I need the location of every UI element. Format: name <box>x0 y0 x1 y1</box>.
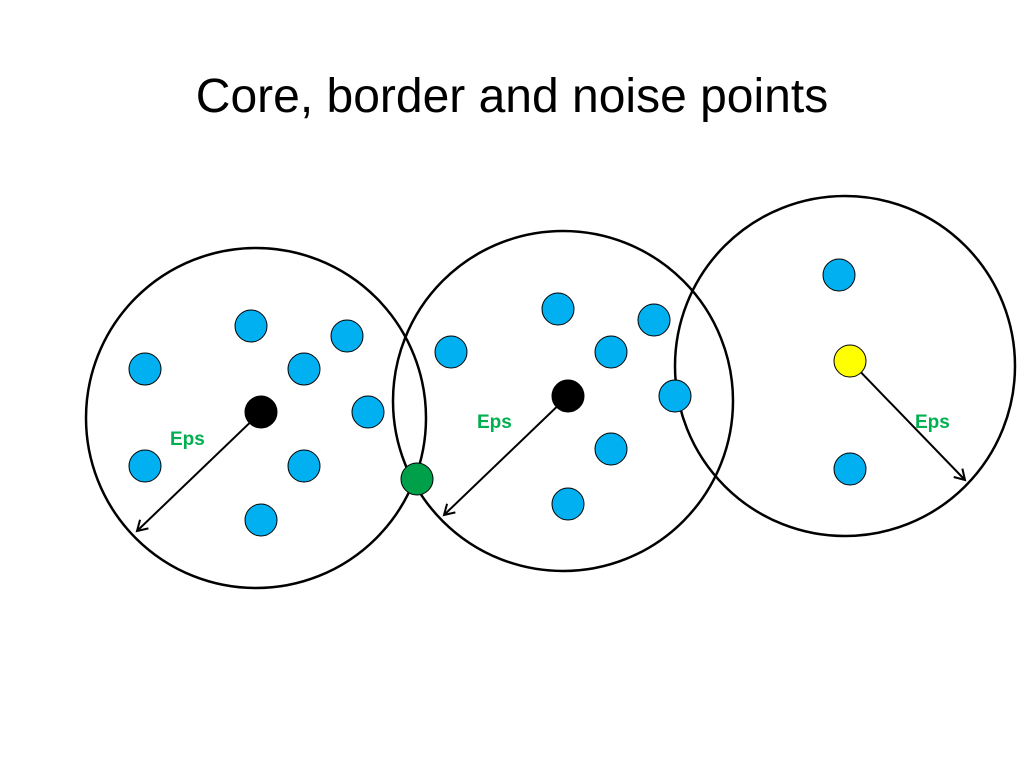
eps-neighborhood-middle <box>391 229 735 573</box>
eps-neighborhood-right <box>673 194 1017 538</box>
neighbor-point <box>434 335 468 369</box>
neighbor-point <box>287 449 321 483</box>
slide-title: Core, border and noise points <box>195 70 829 123</box>
neighbor-point <box>541 292 575 326</box>
neighbor-point <box>128 352 162 386</box>
core-point-left <box>244 395 278 429</box>
neighbor-point <box>594 335 628 369</box>
neighbor-point <box>594 432 628 466</box>
neighbor-point <box>330 319 364 353</box>
core-point-middle <box>551 379 585 413</box>
right-neighbor-points <box>822 258 867 486</box>
eps-neighborhood-left <box>84 246 428 590</box>
left-neighbor-points <box>128 309 385 537</box>
neighbor-point <box>637 303 671 337</box>
eps-label-middle: Eps <box>477 412 512 433</box>
neighbor-point <box>234 309 268 343</box>
neighbor-point <box>822 258 856 292</box>
eps-radius-arrow-left <box>135 411 262 533</box>
border-point <box>400 462 434 496</box>
eps-label-left: Eps <box>170 429 205 450</box>
noise-point <box>833 344 867 378</box>
eps-label-right: Eps <box>915 412 950 433</box>
neighbor-point <box>551 487 585 521</box>
neighbor-point <box>658 379 692 413</box>
neighbor-point <box>244 503 278 537</box>
neighbor-point <box>351 395 385 429</box>
eps-radius-arrow-right <box>849 360 967 482</box>
neighbor-point <box>287 352 321 386</box>
middle-neighbor-points <box>434 292 692 521</box>
neighbor-point <box>128 449 162 483</box>
eps-radius-arrow-middle <box>442 395 569 517</box>
neighbor-point <box>833 452 867 486</box>
